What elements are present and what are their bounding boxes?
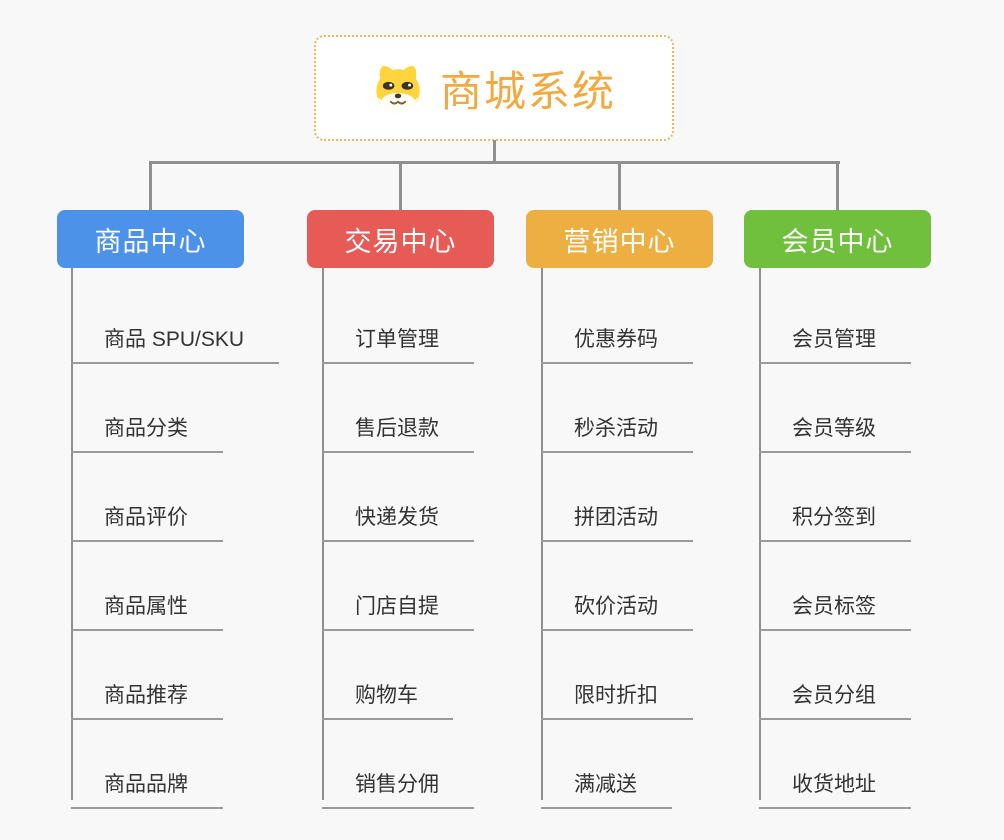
- leaf-node[interactable]: 满减送: [541, 752, 672, 809]
- branch-box-member-center[interactable]: 会员中心: [744, 210, 931, 268]
- leaf-node[interactable]: 门店自提: [322, 574, 474, 631]
- leaf-node[interactable]: 商品分类: [71, 396, 223, 453]
- leaf-node[interactable]: 优惠券码: [541, 307, 693, 364]
- branch-bus-line: [149, 161, 840, 164]
- branch-box-trade-center[interactable]: 交易中心: [307, 210, 494, 268]
- branch-drop-line: [399, 162, 402, 210]
- leaf-node[interactable]: 订单管理: [322, 307, 474, 364]
- leaf-node[interactable]: 购物车: [322, 663, 453, 720]
- leaf-node[interactable]: 会员分组: [759, 663, 911, 720]
- branch-box-product-center[interactable]: 商品中心: [57, 210, 244, 268]
- leaf-node[interactable]: 收货地址: [759, 752, 911, 809]
- leaf-node[interactable]: 快递发货: [322, 485, 474, 542]
- leaf-node[interactable]: 会员等级: [759, 396, 911, 453]
- leaf-node[interactable]: 售后退款: [322, 396, 474, 453]
- leaf-node[interactable]: 销售分佣: [322, 752, 474, 809]
- leaf-node[interactable]: 商品属性: [71, 574, 223, 631]
- leaf-node[interactable]: 砍价活动: [541, 574, 693, 631]
- column-line: [322, 268, 324, 800]
- root-title: 商城系统: [439, 67, 616, 115]
- leaf-node[interactable]: 商品品牌: [71, 752, 223, 809]
- leaf-node[interactable]: 限时折扣: [541, 663, 693, 720]
- dog-icon: [372, 62, 424, 114]
- branch-drop-line: [836, 162, 839, 210]
- leaf-node[interactable]: 会员标签: [759, 574, 911, 631]
- branch-drop-line: [618, 162, 621, 210]
- branch-box-marketing-center[interactable]: 营销中心: [526, 210, 713, 268]
- leaf-node[interactable]: 商品推荐: [71, 663, 223, 720]
- leaf-node[interactable]: 拼团活动: [541, 485, 693, 542]
- root-stem-line: [493, 140, 496, 163]
- leaf-node[interactable]: 会员管理: [759, 307, 911, 364]
- leaf-node[interactable]: 积分签到: [759, 485, 911, 542]
- column-line: [71, 268, 73, 800]
- leaf-node[interactable]: 商品 SPU/SKU: [71, 307, 280, 364]
- leaf-node[interactable]: 商品评价: [71, 485, 223, 542]
- column-line: [541, 268, 543, 800]
- branch-drop-line: [149, 162, 152, 210]
- root-node[interactable]: 商城系统: [314, 35, 674, 141]
- column-line: [759, 268, 761, 800]
- leaf-node[interactable]: 秒杀活动: [541, 396, 693, 453]
